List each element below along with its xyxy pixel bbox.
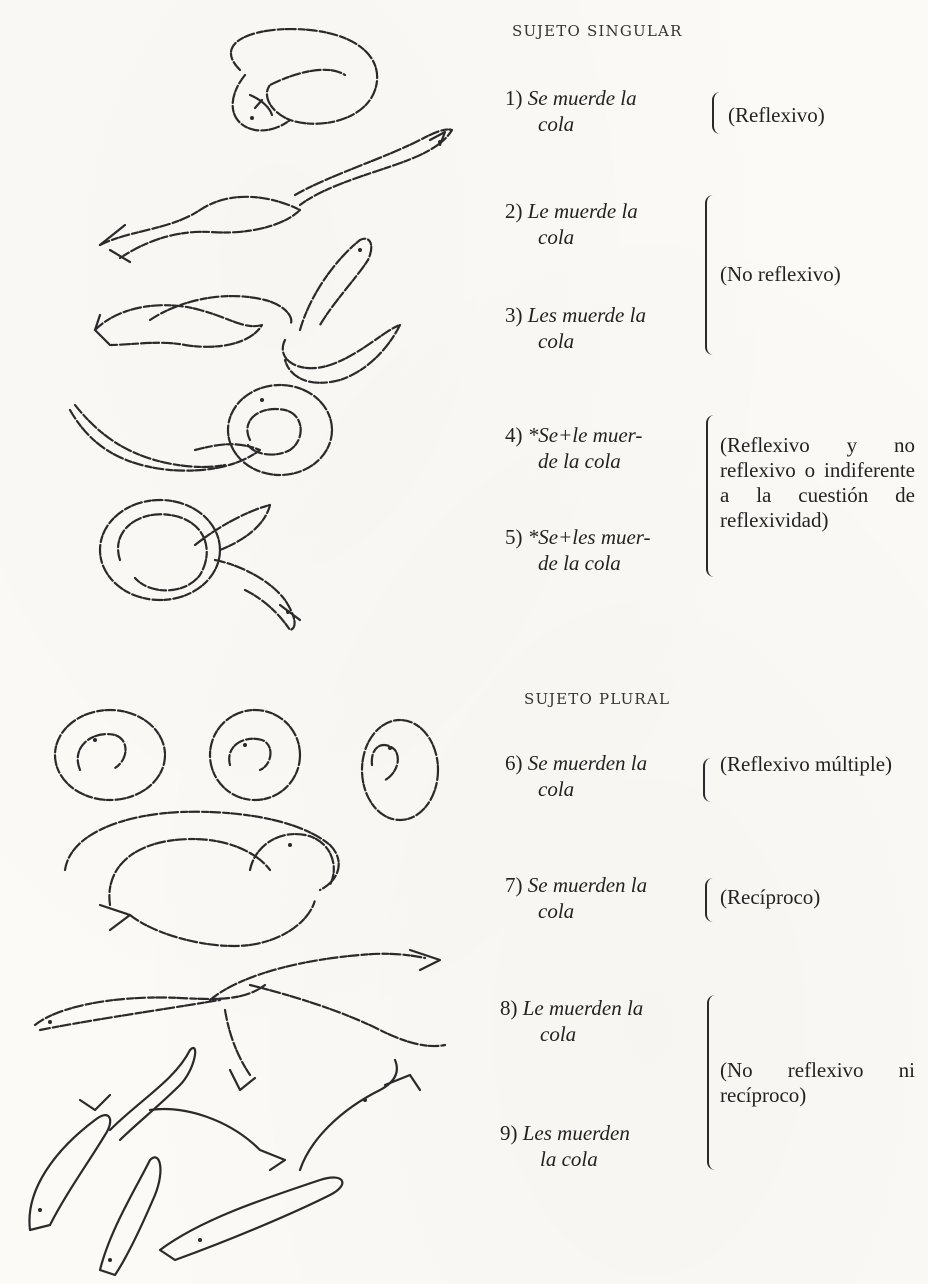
- fish-drawing-6: [55, 710, 438, 820]
- example-line-2: cola: [505, 225, 574, 249]
- example-line-2: de la cola: [505, 551, 621, 575]
- example-line-2: cola: [500, 1022, 576, 1046]
- example-line-2: cola: [505, 329, 574, 353]
- example-line-1: *Se+le mue­r-: [528, 423, 643, 447]
- example-line-1: Le muerde la: [528, 199, 638, 223]
- fish-drawing-4: [70, 385, 332, 475]
- brace-2-3: [705, 195, 715, 355]
- brace-1: [712, 92, 720, 134]
- fish-drawing-1: [231, 29, 377, 130]
- label-no-reflexivo-ni-reciproco: (No reflexivo ni recíproco): [720, 1058, 915, 1108]
- example-line-1: Les muerden: [523, 1121, 630, 1145]
- example-5: 5) *Se+les muer- de la cola: [505, 524, 705, 576]
- label-reflexivo-multiple: (Reflexivo múltiple): [720, 752, 915, 777]
- example-number: 6): [505, 751, 523, 775]
- fish-drawing-3: [95, 239, 400, 383]
- example-number: 3): [505, 303, 523, 327]
- example-3: 3) Les muerde la cola: [505, 302, 705, 354]
- example-line-2: de la cola: [505, 449, 621, 473]
- label-reciproco: (Recíproco): [720, 885, 820, 910]
- example-line-1: Le muerden la: [523, 996, 644, 1020]
- example-7: 7) Se muerden la cola: [505, 872, 705, 924]
- example-6: 6) Se muerden la cola: [505, 750, 705, 802]
- example-number: 7): [505, 873, 523, 897]
- example-2: 2) Le muerde la cola: [505, 198, 705, 250]
- example-number: 4): [505, 423, 523, 447]
- fish-drawing-5: [100, 500, 300, 630]
- fish-illustrations: [0, 0, 480, 1284]
- example-line-1: Se muerden la: [528, 751, 647, 775]
- example-line-2: cola: [505, 899, 574, 923]
- example-9: 9) Les muerden la cola: [500, 1120, 705, 1172]
- example-number: 1): [505, 86, 523, 110]
- example-line-1: Se muerden la: [528, 873, 647, 897]
- label-indiferente: (Reflexivo y no reflexivo o indiferente …: [720, 433, 915, 533]
- label-no-reflexivo: (No reflexivo): [720, 262, 841, 287]
- example-8: 8) Le muerden la cola: [500, 995, 705, 1047]
- brace-4-5: [706, 415, 716, 577]
- fish-drawing-8: [35, 950, 445, 1090]
- example-line-2: cola: [505, 777, 574, 801]
- example-number: 8): [500, 996, 518, 1020]
- example-number: 9): [500, 1121, 518, 1145]
- example-number: 2): [505, 199, 523, 223]
- example-line-1: *Se+les muer-: [528, 525, 651, 549]
- example-number: 5): [505, 525, 523, 549]
- example-line-1: Se muerde la: [528, 86, 637, 110]
- brace-8-9: [707, 995, 717, 1170]
- fish-drawing-2: [100, 129, 452, 262]
- example-line-1: Les muerde la: [528, 303, 646, 327]
- example-4: 4) *Se+le mue­r- de la cola: [505, 422, 705, 474]
- example-1: 1) Se muerde la cola: [505, 85, 705, 137]
- brace-7: [705, 878, 713, 922]
- example-line-2: la cola: [500, 1147, 598, 1171]
- fish-drawing-7: [65, 812, 339, 946]
- heading-sujeto-plural: SUJETO PLURAL: [524, 690, 670, 708]
- example-line-2: cola: [505, 112, 574, 136]
- brace-6: [703, 758, 711, 802]
- label-reflexivo: (Reflexivo): [728, 103, 825, 128]
- fish-drawing-9: [29, 1048, 420, 1275]
- heading-sujeto-singular: SUJETO SINGULAR: [512, 22, 683, 40]
